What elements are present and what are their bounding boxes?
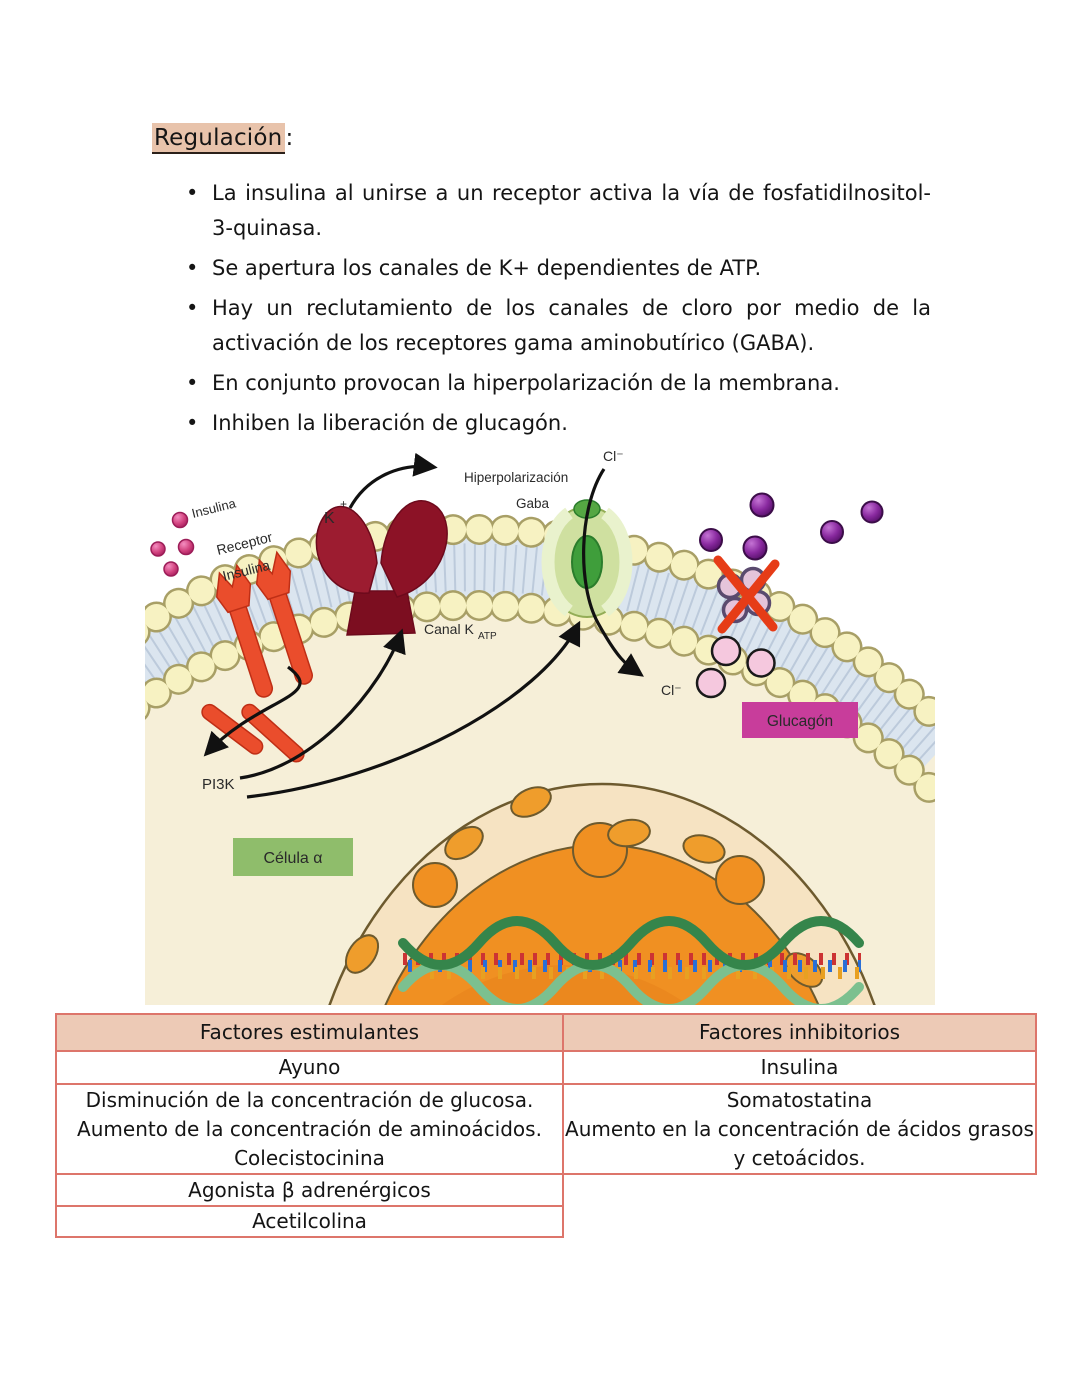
insulin-molecules [150, 511, 195, 577]
inhibiting-factors-column: Factores inhibitorios Insulina Somatosta… [564, 1013, 1037, 1175]
page-title: Regulación: [152, 123, 294, 154]
arrow-pi3k-to-gaba [246, 620, 581, 799]
pathway-arrows [203, 452, 644, 799]
factors-table: Factores estimulantes Ayuno Disminución … [55, 1013, 1037, 1238]
bullet-text: La insulina al unirse a un receptor acti… [212, 181, 931, 240]
table-row: Agonista β adrenérgicos [57, 1173, 562, 1205]
bullet-text: Se apertura los canales de K+ dependient… [212, 256, 762, 280]
bullet-text: Inhiben la liberación de glucagón. [212, 411, 568, 435]
list-item: Hay un reclutamiento de los canales de c… [178, 291, 931, 361]
k-plus-superscript: + [340, 497, 347, 511]
canal-k-atp-subscript: ATP [478, 631, 497, 642]
celula-alfa-label: Célula α [263, 850, 322, 867]
page-title-colon: : [285, 125, 294, 151]
bullet-text: Hay un reclutamiento de los canales de c… [212, 296, 931, 355]
arrow-cl-flow [582, 468, 644, 677]
katp-channel-shape [315, 500, 448, 636]
membrane-core [145, 536, 935, 778]
bullet-list: La insulina al unirse a un receptor acti… [178, 176, 931, 446]
hyperpolarization-label: Hiperpolarización [464, 470, 568, 485]
table-row: Insulina [564, 1050, 1035, 1083]
table-row: Somatostatina Aumento en la concentració… [564, 1083, 1035, 1173]
stimulating-factors-column: Factores estimulantes Ayuno Disminución … [55, 1013, 564, 1238]
gaba-channel-shape [541, 499, 633, 618]
arrow-k-to-hyperpolarization [348, 452, 438, 509]
nuclear-pores [344, 786, 824, 988]
arrow-pi3k-to-katp [239, 628, 406, 780]
celula-alfa-label-box [233, 838, 353, 876]
page-title-highlight: Regulación [152, 123, 286, 154]
insulin-receptor-shape [201, 550, 313, 763]
column-header: Factores inhibitorios [564, 1015, 1035, 1050]
canal-k-label: Canal K [424, 621, 474, 637]
column-header: Factores estimulantes [57, 1015, 562, 1050]
list-item: Se apertura los canales de K+ dependient… [178, 251, 931, 286]
glucagon-vesicles [695, 635, 776, 699]
arrow-receptor-to-pi3k [203, 665, 302, 757]
glucagon-label-box [742, 702, 858, 738]
cl-top-label: Cl⁻ [603, 448, 624, 464]
glucagon-spheres [699, 492, 884, 561]
blocked-channel-shape [713, 555, 780, 634]
gaba-label: Gaba [516, 496, 550, 511]
pi3k-label: PI3K [202, 776, 235, 793]
insulina-particles-label: Insulina [190, 495, 238, 521]
bullet-text: En conjunto provocan la hiperpolarizació… [212, 371, 840, 395]
regulation-diagram: Glucagón Célula α Insulina Receptor Insu… [145, 445, 935, 1005]
table-row: Disminución de la concentración de gluco… [57, 1083, 562, 1173]
dna-helix [398, 916, 864, 1005]
list-item: En conjunto provocan la hiperpolarizació… [178, 366, 931, 401]
cl-inside-label: Cl⁻ [661, 682, 682, 698]
nucleus [328, 782, 876, 1005]
k-ion-label: K [324, 510, 335, 527]
table-row: Acetilcolina [57, 1205, 562, 1236]
list-item: Inhiben la liberación de glucagón. [178, 406, 931, 441]
table-row: Ayuno [57, 1050, 562, 1083]
glucagon-label: Glucagón [767, 713, 833, 730]
blocked-x-icon [713, 555, 780, 634]
list-item: La insulina al unirse a un receptor acti… [178, 176, 931, 246]
